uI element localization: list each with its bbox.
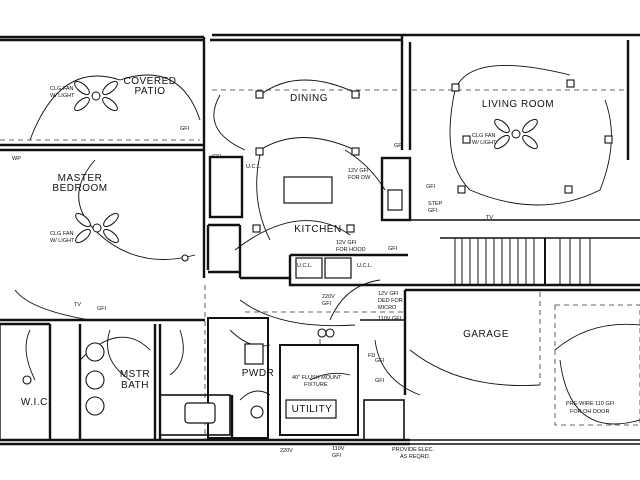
note-gfi: GFI — [180, 126, 190, 132]
note-220v-bottom: 220V — [280, 448, 293, 454]
note-gfi-dw-2: FOR DW — [348, 175, 371, 181]
note-provide-elec-2: AS REQRD. — [400, 454, 431, 460]
room-label-covered-patio-1: COVERED — [124, 76, 177, 87]
note-gfi-dw-1: 12V GFI — [348, 168, 369, 174]
walls — [0, 33, 640, 446]
room-label-dining: DINING — [290, 93, 328, 104]
note-220v-kitchen-1: 220V — [322, 294, 335, 300]
note-fd: FD — [368, 353, 375, 359]
note-step-2: GFI — [428, 208, 438, 214]
note-clg-fan-living-1: CLG FAN — [472, 133, 496, 139]
room-label-master-bedroom-1: MASTER — [58, 173, 103, 184]
note-prewire-2: FOR OH DOOR — [570, 409, 609, 415]
note-fixture-2: FIXTURE — [304, 382, 328, 388]
note-clg-fan-bedroom-1: CLG FAN — [50, 231, 74, 237]
note-220v-kitchen-2: GFI — [322, 301, 332, 307]
room-label-mstr-bath-1: MSTR — [120, 369, 150, 380]
room-labels: COVERED PATIO DINING LIVING ROOM MASTER … — [21, 76, 554, 415]
recessed-light-icons — [22, 79, 613, 419]
kitchen-fixtures — [184, 176, 403, 424]
note-gfi-110: 110V GFI — [378, 316, 402, 322]
note-gfi-hood-2: FOR HOOD — [336, 247, 366, 253]
note-wp: WP — [12, 156, 21, 162]
room-label-master-bedroom-2: BEDROOM — [52, 183, 107, 194]
note-clg-fan-patio-1: CLG FAN — [50, 86, 74, 92]
note-ucl-lower-right: U.C.L. — [357, 263, 373, 269]
room-label-utility: UTILITY — [292, 404, 333, 415]
note-gfi-hood-1: 12V GFI — [336, 240, 357, 246]
note-clg-fan-living-2: W/ LIGHT — [472, 140, 497, 146]
note-gfi-micro-2: DED FOR — [378, 298, 403, 304]
note-step-1: STEP — [428, 201, 443, 207]
room-label-kitchen: KITCHEN — [294, 224, 341, 235]
note-ucl-lower-left: U.C.L. — [297, 263, 313, 269]
note-gfi: GFI — [375, 378, 385, 384]
wiring — [14, 65, 640, 425]
note-provide-elec-1: PROVIDE ELEC. — [392, 447, 435, 453]
room-label-covered-patio-2: PATIO — [134, 86, 165, 97]
note-clg-fan-bedroom-2: W/ LIGHT — [50, 238, 75, 244]
room-label-living-room: LIVING ROOM — [482, 99, 554, 110]
electrical-notes: CLG FAN W/ LIGHT CLG FAN W/ LIGHT CLG FA… — [12, 86, 615, 460]
room-label-pwdr: PWDR — [242, 368, 275, 379]
room-label-mstr-bath-2: BATH — [121, 380, 149, 391]
note-tv-wic: TV — [74, 302, 81, 308]
note-prewire-1: PRE-WIRE 110 GFI — [566, 401, 615, 407]
note-ucl-upper: U.C.L. — [246, 164, 262, 170]
note-gfi-micro-3: MICRO — [378, 305, 397, 311]
note-gfi: GFI — [426, 184, 436, 190]
ceiling-fan-icon — [494, 118, 538, 150]
ceiling-fan-icon — [75, 212, 119, 244]
note-gfi: GFI — [212, 154, 222, 160]
note-110v-bottom-1: 110V — [332, 446, 345, 452]
note-gfi: GFI — [375, 358, 385, 364]
note-110v-bottom-2: GFI — [332, 453, 342, 459]
ceiling-fan-icon — [74, 80, 118, 112]
note-gfi: GFI — [388, 246, 398, 252]
room-label-garage: GARAGE — [463, 329, 509, 340]
note-gfi: GFI — [97, 306, 107, 312]
note-gfi-micro-1: 12V GFI — [378, 291, 399, 297]
stairs — [440, 237, 640, 285]
note-fixture-1: 40" FLUSH MOUNT — [292, 375, 342, 381]
note-tv-top: TV — [486, 215, 493, 221]
room-label-wic: W.I.C. — [21, 397, 51, 408]
note-clg-fan-patio-2: W/ LIGHT — [50, 93, 75, 99]
note-gfi: GFI — [394, 143, 404, 149]
